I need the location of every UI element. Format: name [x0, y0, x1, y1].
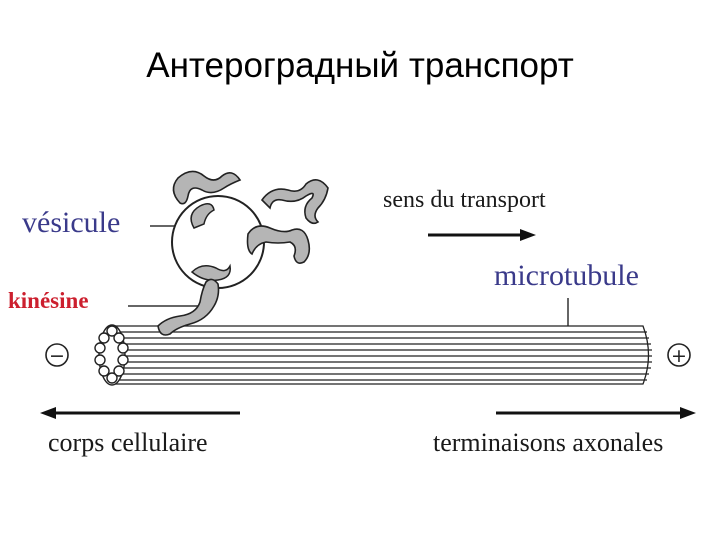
axon-terminals-arrow	[496, 407, 696, 419]
minus-sign: −	[49, 345, 65, 367]
plus-end-marker: +	[667, 343, 691, 367]
plus-sign: +	[671, 345, 687, 367]
slide-title: Антероградный транспорт	[146, 46, 574, 85]
minus-end-marker: −	[45, 343, 69, 367]
kinesin-motor	[157, 278, 220, 336]
microtubule	[112, 325, 652, 385]
axon-terminals-label: terminaisons axonales	[433, 428, 664, 457]
transport-direction-label: sens du transport	[383, 187, 546, 213]
cell-body-arrow	[40, 407, 240, 419]
transport-direction-arrow	[428, 229, 536, 241]
receptor-protein-right	[260, 179, 329, 225]
receptor-protein-top	[172, 170, 242, 205]
receptor-protein-lower-right	[246, 225, 311, 264]
vesicle-inner-fold	[190, 203, 215, 229]
microtubule-end-protofilaments	[94, 324, 129, 386]
vesicle-label: vésicule	[22, 206, 121, 239]
microtubule-label: microtubule	[494, 259, 639, 292]
cell-body-label: corps cellulaire	[48, 428, 208, 457]
kinesin-label: kinésine	[8, 288, 89, 313]
